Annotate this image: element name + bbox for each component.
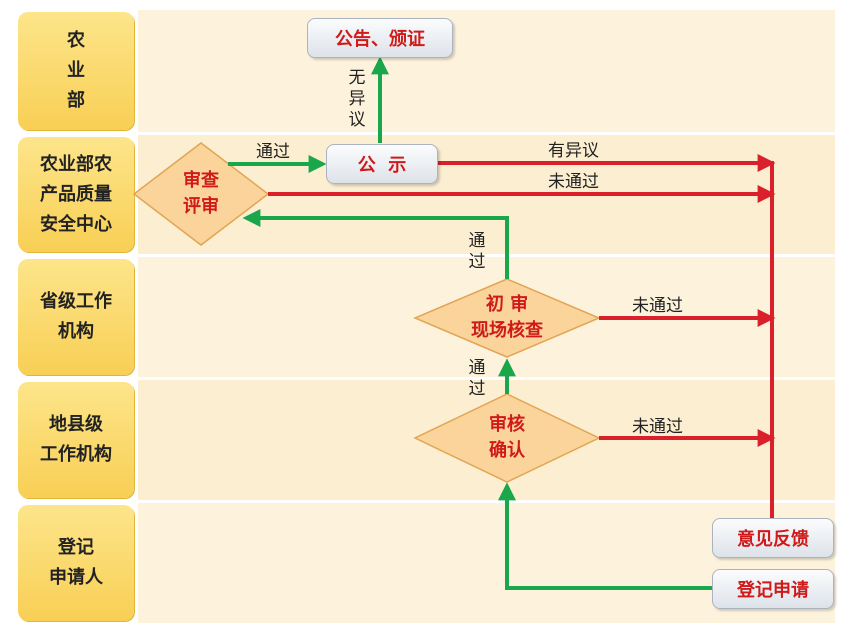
- initial-fail-label: 未通过: [632, 296, 683, 316]
- initial-review-label: 初 审 现场核查: [471, 294, 543, 341]
- lane-bg-ministry: [138, 10, 835, 132]
- announce-certify-box: 公告、颁证: [307, 18, 453, 58]
- initial-to-review-arrow: [242, 209, 509, 279]
- apply-to-verify-arrow: [498, 482, 712, 590]
- verify-fail-label: 未通过: [632, 417, 683, 437]
- lane-label-provincial: 省级工作 机构: [18, 259, 134, 375]
- has-objection-label: 有异议: [548, 141, 599, 161]
- apply-box: 登记申请: [712, 569, 834, 609]
- no-objection-label: 无异议: [348, 68, 366, 130]
- verify-diamond: [413, 393, 601, 483]
- pass-to-publicize-label: 通过: [256, 142, 290, 162]
- publicize-box: 公 示: [326, 144, 438, 184]
- feedback-box: 意见反馈: [712, 518, 834, 558]
- initial-pass-label: 通过: [468, 231, 486, 272]
- lane-label-county: 地县级 工作机构: [18, 382, 134, 498]
- lane-label-applicant: 登记 申请人: [18, 505, 134, 621]
- review-diamond: [132, 142, 270, 246]
- lane-label-quality-center: 农业部农 产品质量 安全中心: [18, 137, 134, 252]
- lane-label-ministry: 农 业 部: [18, 12, 134, 130]
- review-fail-label: 未通过: [548, 172, 599, 192]
- verify-label: 审核 确认: [489, 414, 525, 461]
- initial-review-diamond: [413, 278, 601, 358]
- review-label: 审查 评审: [183, 170, 219, 217]
- verify-pass-label: 通过: [468, 358, 486, 399]
